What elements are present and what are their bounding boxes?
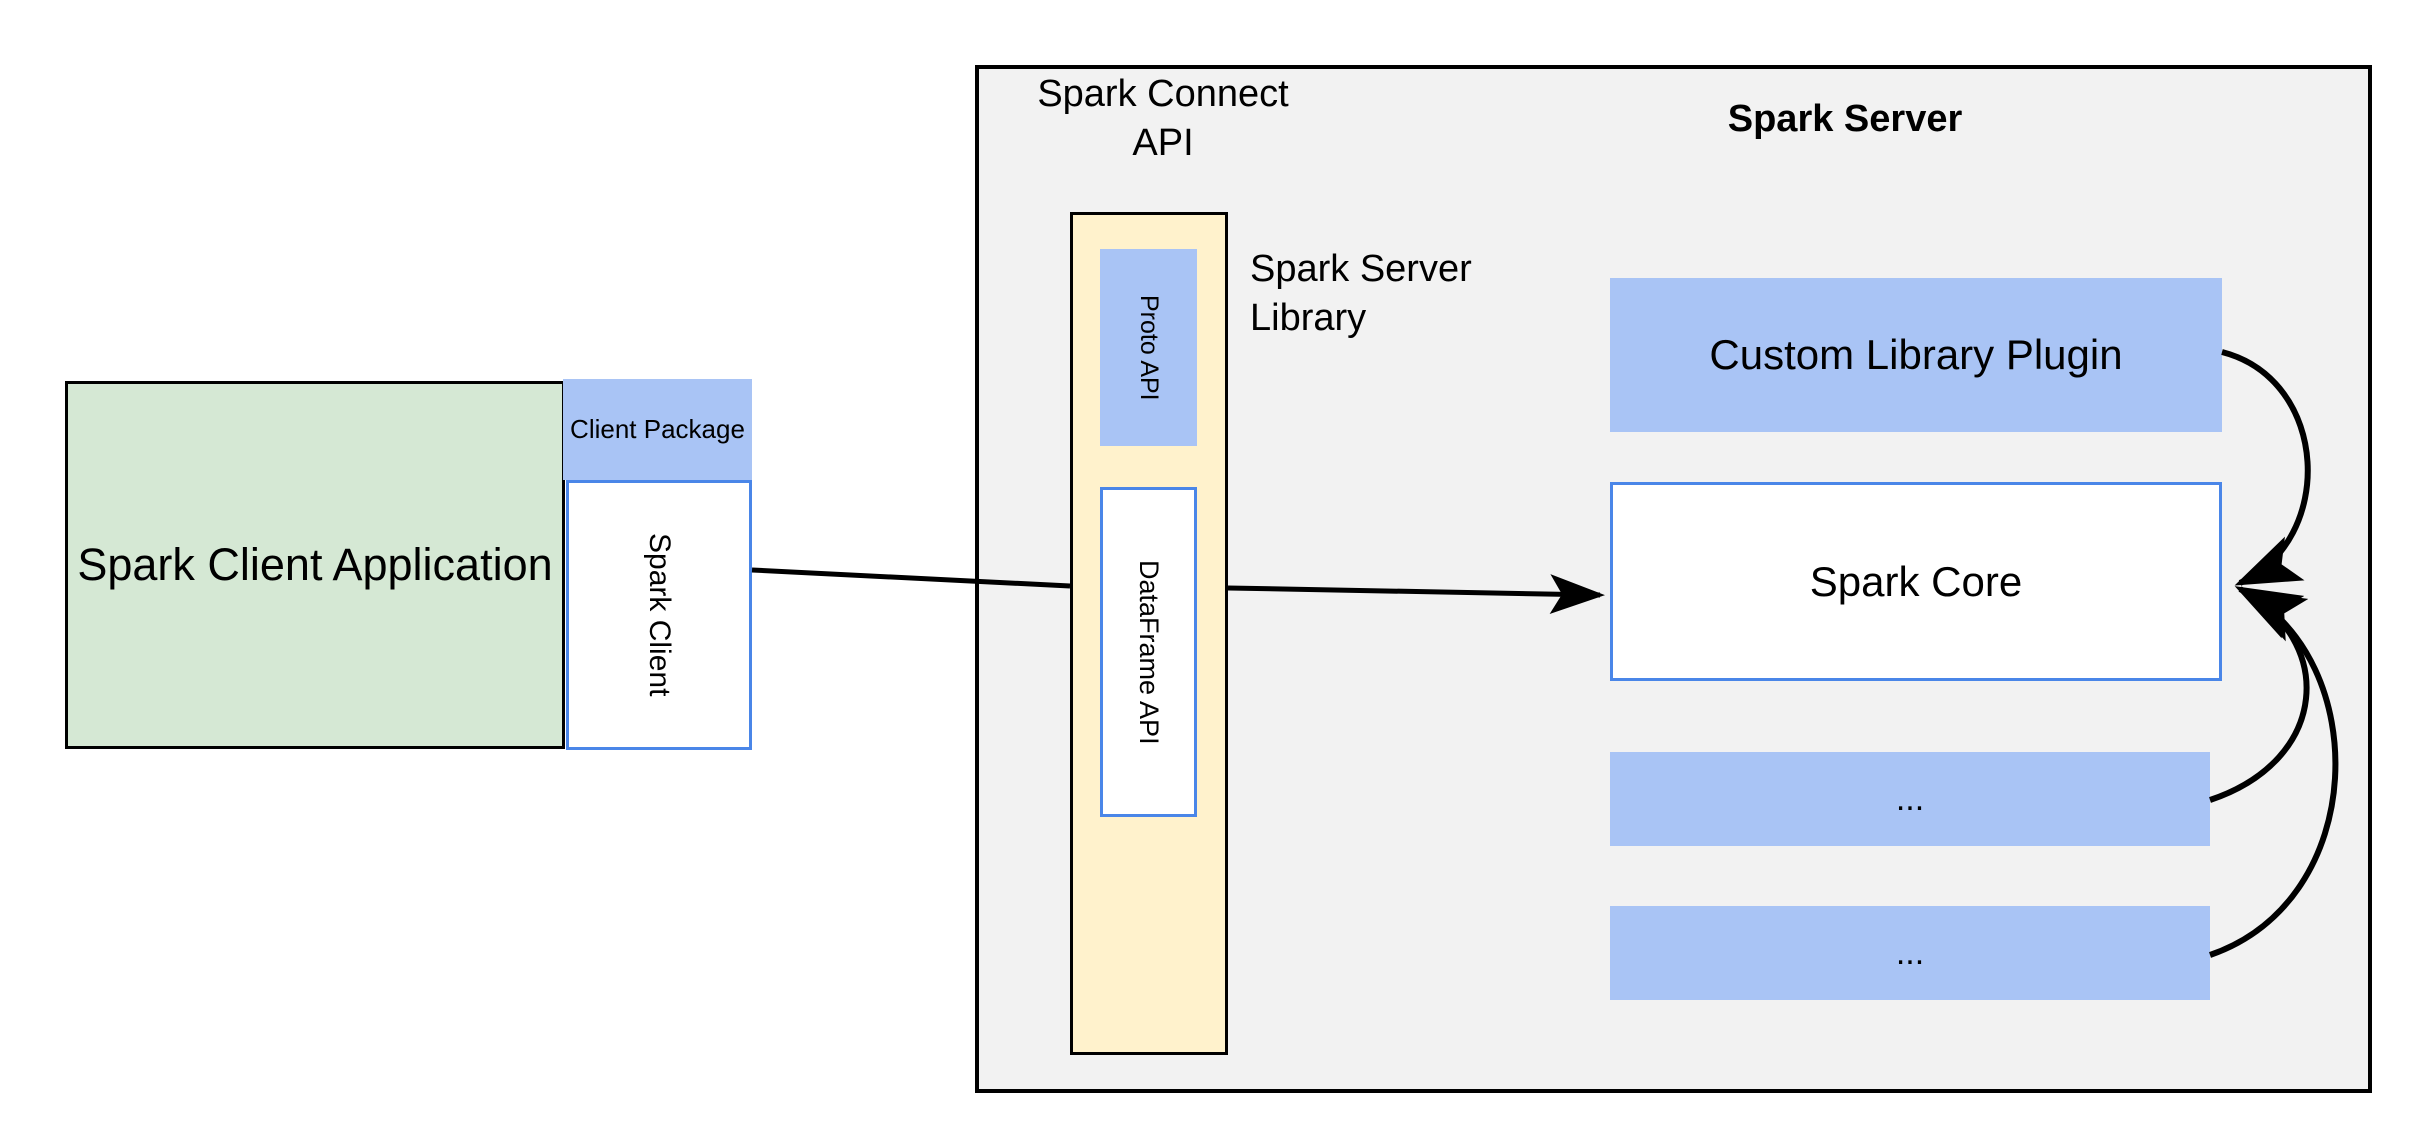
- spark-server-title: Spark Server: [1727, 98, 1963, 140]
- dataframe-api-label: DataFrame API: [1134, 559, 1164, 745]
- spark-client-label: Spark Client: [643, 533, 676, 697]
- ellipsis-box-2-label: ...: [1895, 933, 1925, 972]
- spark-connect-api-label: Spark Connect API: [1037, 73, 1289, 164]
- spark-client-application-box[interactable]: Spark Client Application: [65, 381, 565, 749]
- custom-library-plugin-label: Custom Library Plugin: [1709, 331, 2123, 378]
- ellipsis-box-2[interactable]: ...: [1610, 906, 2210, 1000]
- ellipsis-box-1[interactable]: ...: [1610, 752, 2210, 846]
- spark-core-box[interactable]: Spark Core: [1610, 482, 2222, 681]
- dataframe-api-box[interactable]: DataFrame API: [1100, 487, 1197, 817]
- client-package-label: Client Package: [570, 414, 745, 445]
- spark-client-application-label: Spark Client Application: [77, 539, 553, 591]
- ellipsis-box-1-label: ...: [1895, 779, 1925, 818]
- spark-client-box[interactable]: Spark Client: [566, 480, 752, 750]
- proto-api-box[interactable]: Proto API: [1100, 249, 1197, 446]
- proto-api-label: Proto API: [1135, 294, 1163, 401]
- spark-server-library-label: Spark Server Library: [1250, 248, 1472, 339]
- custom-library-plugin-box[interactable]: Custom Library Plugin: [1610, 278, 2222, 432]
- client-package-box[interactable]: Client Package: [563, 379, 752, 480]
- spark-core-label: Spark Core: [1809, 557, 2023, 605]
